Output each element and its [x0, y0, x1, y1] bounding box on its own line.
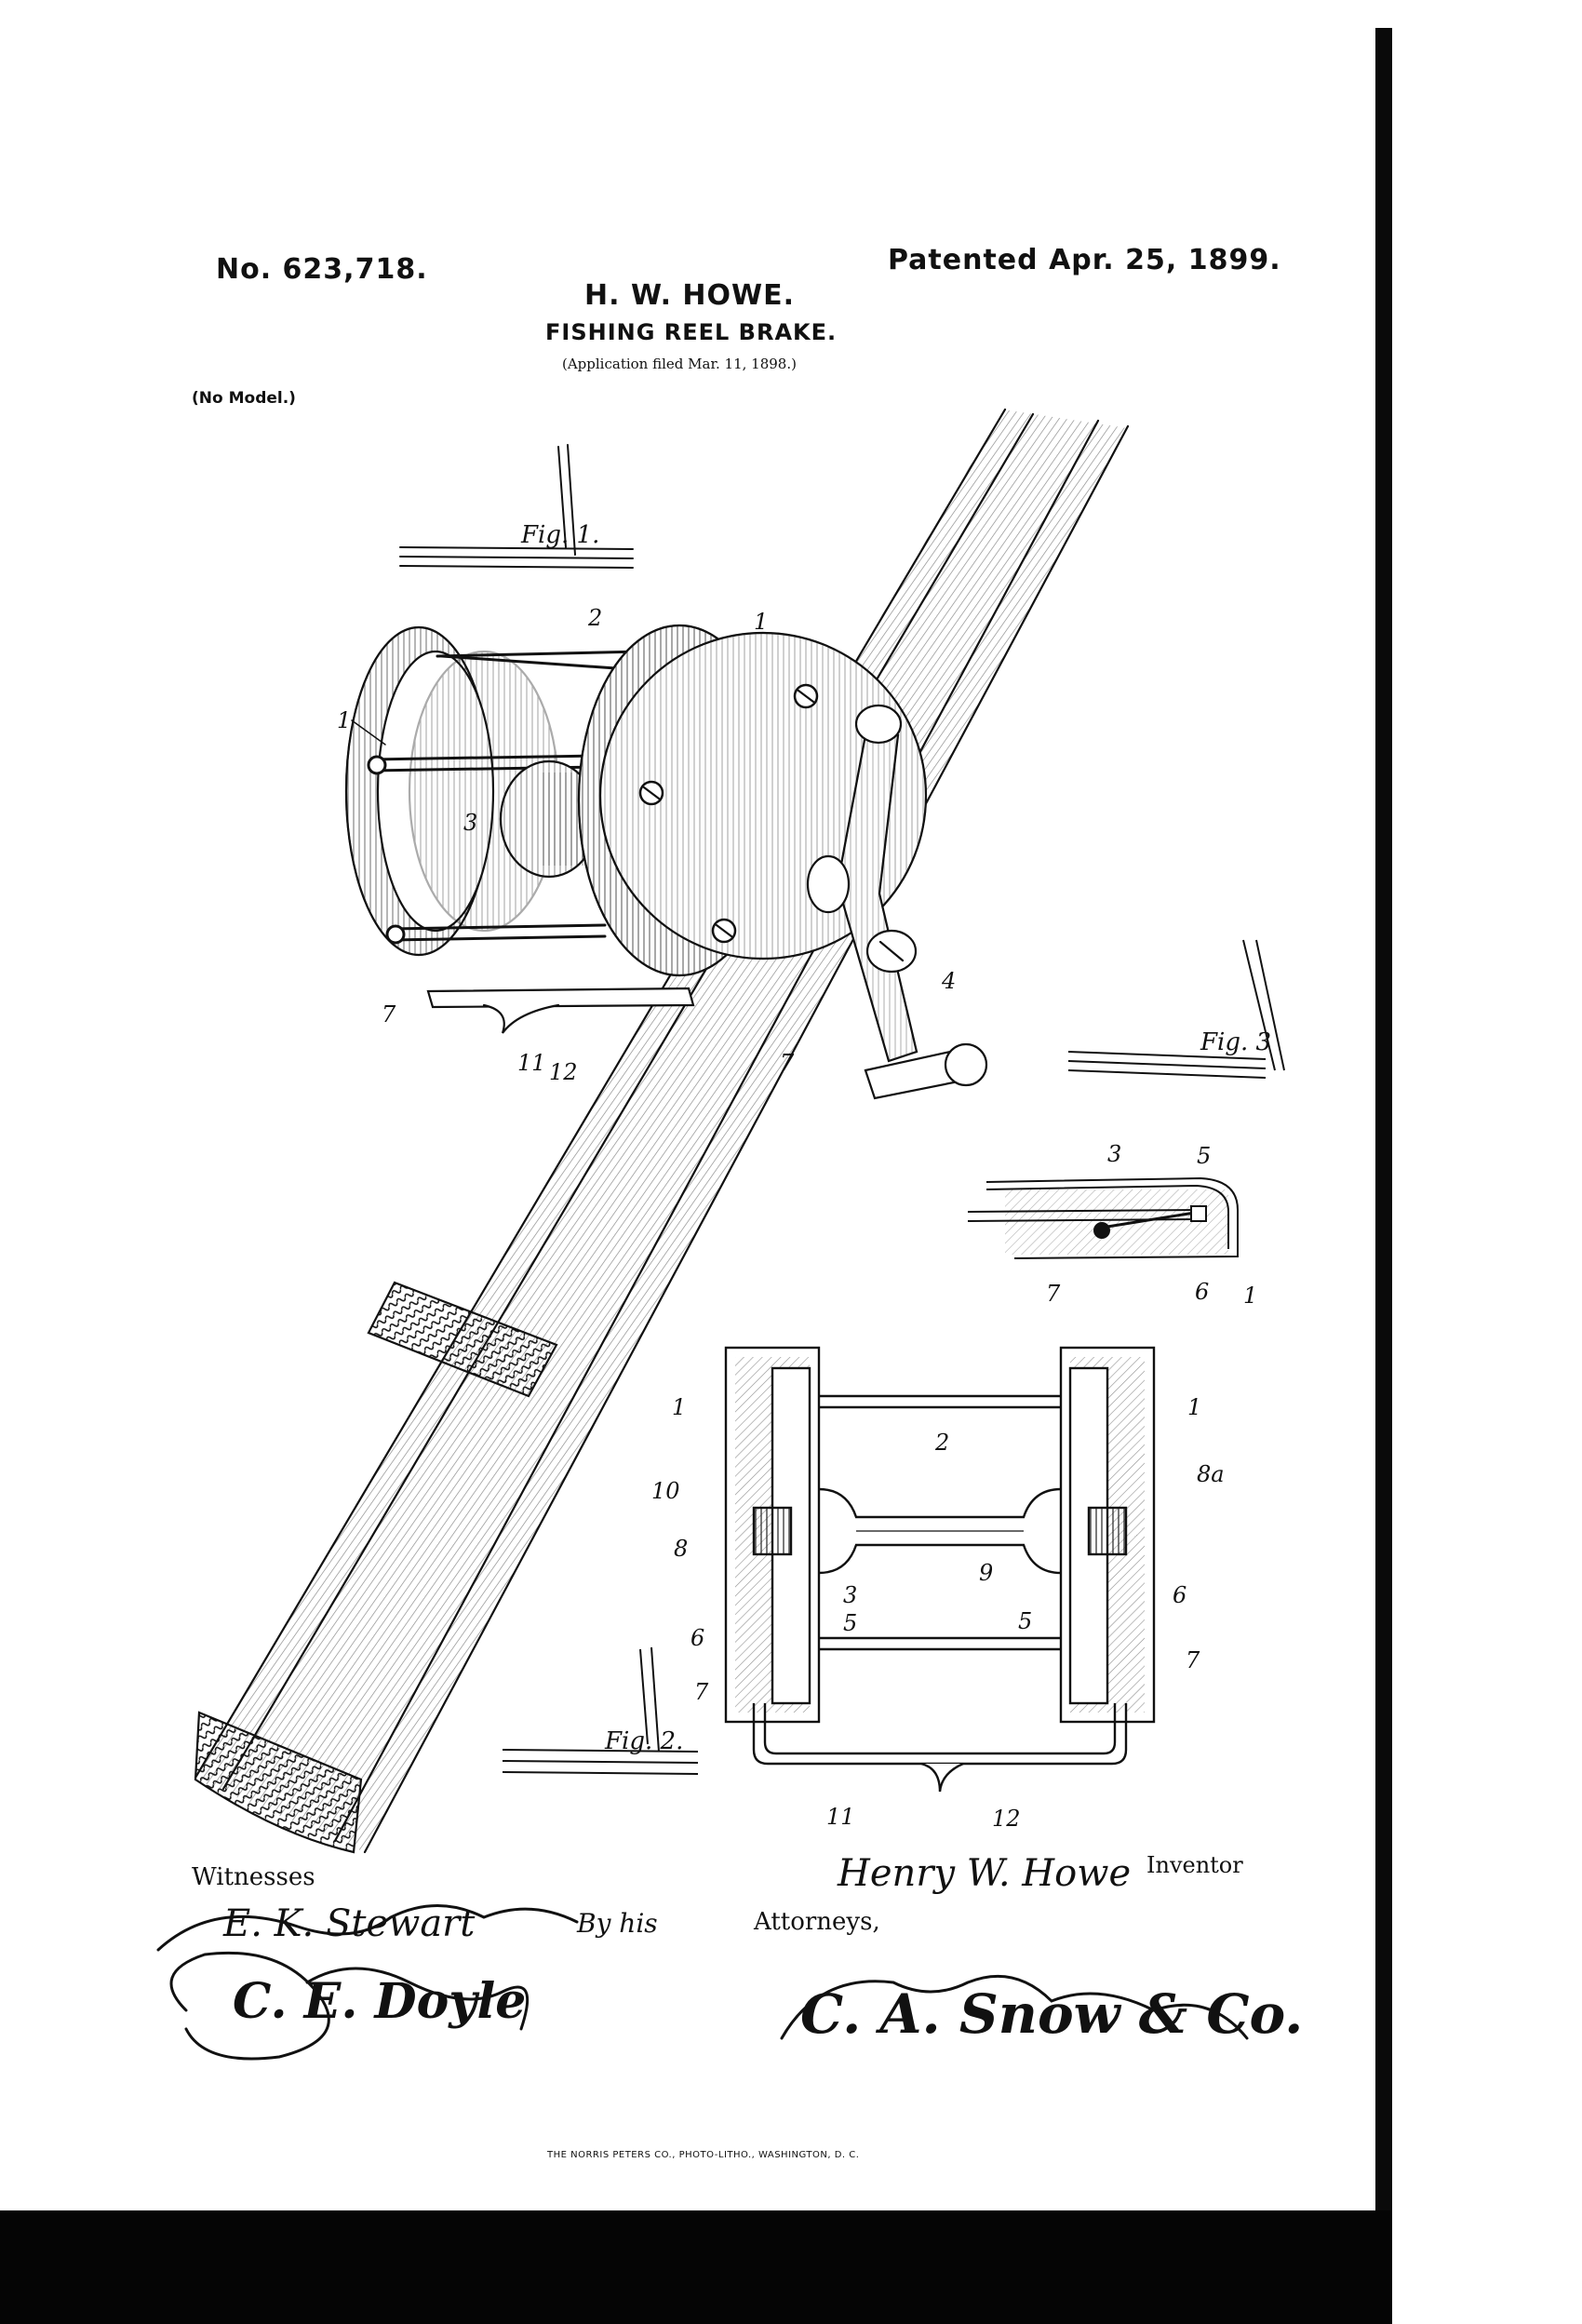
fig2-ref-label: 3: [843, 1582, 857, 1608]
fig2-ref-label: 1: [1187, 1394, 1201, 1420]
figure-3: 3 5 7 6 1: [967, 939, 1285, 1309]
by-his-text: By his: [577, 1908, 658, 1939]
fishing-rod: [194, 408, 1130, 1854]
witness-1-signature: E. K. Stewart: [223, 1902, 476, 1945]
patented-date: Patented Apr. 25, 1899.: [888, 244, 1281, 276]
fig1-ref-label: 1: [337, 707, 351, 733]
figure-2: 1 1 2 8a 10 8 9 3 5 5 6 6 7 7 11 12: [502, 1346, 1225, 1832]
fig1-ref-label: 12: [549, 1059, 578, 1085]
fig2-ref-label: 5: [1018, 1608, 1032, 1634]
fig1-ref-label: 3: [463, 810, 477, 836]
invention-title: FISHING REEL BRAKE.: [545, 319, 838, 345]
witnesses-label: Witnesses: [192, 1863, 315, 1891]
fig2-ref-label: 1: [672, 1394, 686, 1420]
fig1-ref-label: 4: [941, 968, 956, 994]
fig2-ref-label: 10: [651, 1478, 680, 1504]
fig3-ref-label: 3: [1107, 1141, 1121, 1167]
fig3-label-text: Fig. 3: [1200, 1028, 1272, 1056]
fig2-ref-label: 2: [934, 1430, 949, 1456]
brake-lever: [426, 987, 695, 1034]
fig3-ref-label: 7: [1046, 1281, 1061, 1307]
witness-2-signature: C. E. Doyle: [233, 1973, 527, 2030]
fig2-label-text: Fig. 2.: [605, 1727, 684, 1755]
fig2-ref-label: 8a: [1197, 1461, 1225, 1487]
fig1-label: [399, 444, 634, 569]
figure-1: 1 2 1 3 4 7 11 12 7: [194, 408, 1130, 1854]
patent-number: No. 623,718.: [216, 253, 428, 286]
fig3-ref-label: 6: [1195, 1279, 1209, 1305]
fig2-ref-label: 6: [1173, 1582, 1186, 1608]
fig1-ref-label: 11: [517, 1050, 546, 1076]
fig1-ref-label: 7: [780, 1050, 795, 1076]
reel-crank: [806, 704, 988, 1100]
application-filed: (Application filed Mar. 11, 1898.): [562, 356, 797, 372]
fig2-ref-label: 7: [1186, 1647, 1200, 1673]
attorneys-label: Attorneys,: [754, 1908, 880, 1936]
inventor-label: Inventor: [1146, 1852, 1243, 1878]
reel-rear-plate: [344, 625, 560, 957]
scan-border-right: [1375, 28, 1392, 2324]
inventor-name: H. W. HOWE.: [584, 279, 796, 312]
fig2-ref-label: 7: [694, 1679, 709, 1705]
scan-border-bottom: [0, 2210, 1392, 2324]
model-note: (No Model.): [192, 389, 296, 408]
signature-flourishes: [156, 1904, 1249, 2061]
reel-spool: [499, 759, 614, 879]
inventor-signature: Henry W. Howe: [838, 1852, 1132, 1895]
fig2-ref-label: 5: [843, 1610, 857, 1636]
fig2-ref-label: 8: [674, 1536, 688, 1562]
fig1-reference-labels: 1 2 1 3 4 7 11 12 7: [337, 605, 956, 1085]
fig2-label: [502, 1646, 699, 1775]
fig1-ref-label: 1: [754, 609, 768, 635]
fig1-label-text: Fig. 1.: [521, 521, 600, 549]
fig3-ref-label: 5: [1197, 1143, 1211, 1169]
fig2-ref-label: 6: [690, 1625, 704, 1651]
attorney-signature: C. A. Snow & Co.: [800, 1982, 1304, 2046]
fig2-ref-label: 12: [992, 1806, 1021, 1832]
printer-credit: THE NORRIS PETERS CO., PHOTO-LITHO., WAS…: [547, 2150, 860, 2160]
fig2-ref-label: 9: [979, 1560, 993, 1586]
fig2-ref-label: 11: [826, 1804, 855, 1830]
fig1-ref-label: 2: [587, 605, 602, 631]
fig1-ref-label: 7: [382, 1001, 396, 1028]
fig3-ref-label: 1: [1243, 1283, 1257, 1309]
